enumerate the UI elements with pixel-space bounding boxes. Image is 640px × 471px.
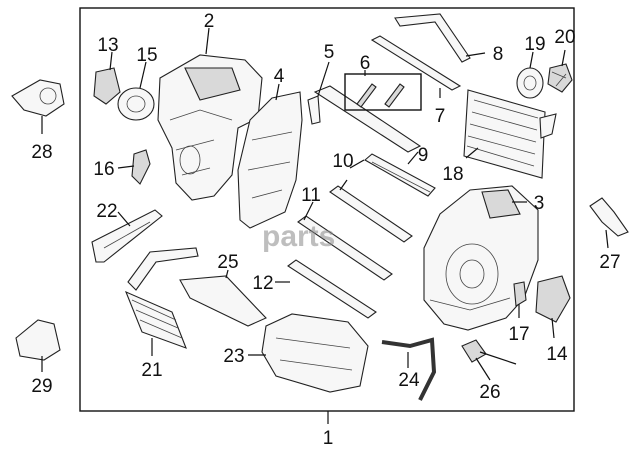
callout-7: 7 — [435, 106, 446, 127]
callout-20: 20 — [554, 27, 575, 48]
callout-8: 8 — [493, 44, 504, 65]
callout-21: 21 — [141, 360, 162, 381]
callout-3: 3 — [534, 193, 545, 214]
part-bracket — [91, 209, 163, 263]
callout-2: 2 — [204, 11, 215, 32]
callout-17: 17 — [508, 324, 529, 345]
part-heater-core — [124, 247, 199, 349]
callout-15: 15 — [136, 45, 157, 66]
part-grommet — [516, 67, 544, 99]
callout-18: 18 — [442, 164, 463, 185]
part-duct — [179, 275, 267, 327]
callout-labels: 2 13 15 4 5 6 8 7 19 20 9 10 18 3 11 16 … — [31, 11, 620, 449]
callout-11: 11 — [301, 185, 321, 206]
callout-16: 16 — [93, 159, 114, 180]
part-seals-stack — [287, 153, 436, 319]
part-29-outside — [15, 319, 61, 361]
callout-19: 19 — [524, 34, 545, 55]
blower-motor-15 — [117, 87, 155, 121]
actuator-13 — [93, 67, 121, 105]
part-bolts — [344, 73, 422, 111]
part-partition-panel — [237, 91, 303, 229]
callout-28: 28 — [31, 142, 52, 163]
lever-17 — [513, 281, 527, 307]
callout-4: 4 — [274, 66, 285, 87]
callout-27: 27 — [599, 252, 620, 273]
callout-29: 29 — [31, 376, 52, 397]
callout-6: 6 — [360, 53, 371, 74]
callout-12: 12 — [252, 273, 273, 294]
callout-22: 22 — [96, 201, 117, 222]
callout-13: 13 — [97, 35, 118, 56]
callout-24: 24 — [398, 370, 420, 391]
part-lower-case — [423, 185, 539, 331]
watermark-text: parts — [262, 220, 335, 253]
callout-1: 1 — [323, 428, 334, 449]
callout-5: 5 — [324, 42, 335, 63]
part-lower-tray — [261, 313, 369, 393]
callout-26: 26 — [479, 382, 500, 403]
part-28-outside — [11, 79, 65, 117]
callout-23: 23 — [223, 346, 244, 367]
callout-14: 14 — [546, 344, 568, 365]
part-actuators — [93, 67, 571, 323]
link-16 — [131, 149, 151, 185]
actuator-14 — [535, 275, 571, 323]
part-seal-frame — [307, 85, 422, 153]
callout-10: 10 — [332, 151, 353, 172]
part-drain-hose — [381, 337, 437, 401]
part-expansion-valve — [547, 63, 573, 93]
callout-9: 9 — [418, 145, 429, 166]
part-upper-seal — [370, 13, 471, 91]
part-evaporator-core — [463, 89, 557, 179]
part-sensor — [461, 339, 517, 365]
leader-lines — [41, 27, 609, 424]
part-27-outside — [589, 197, 629, 237]
assembly-frame — [79, 7, 575, 412]
bolts-bracket-box — [344, 73, 422, 111]
part-upper-case — [157, 54, 263, 201]
callout-25: 25 — [217, 252, 238, 273]
